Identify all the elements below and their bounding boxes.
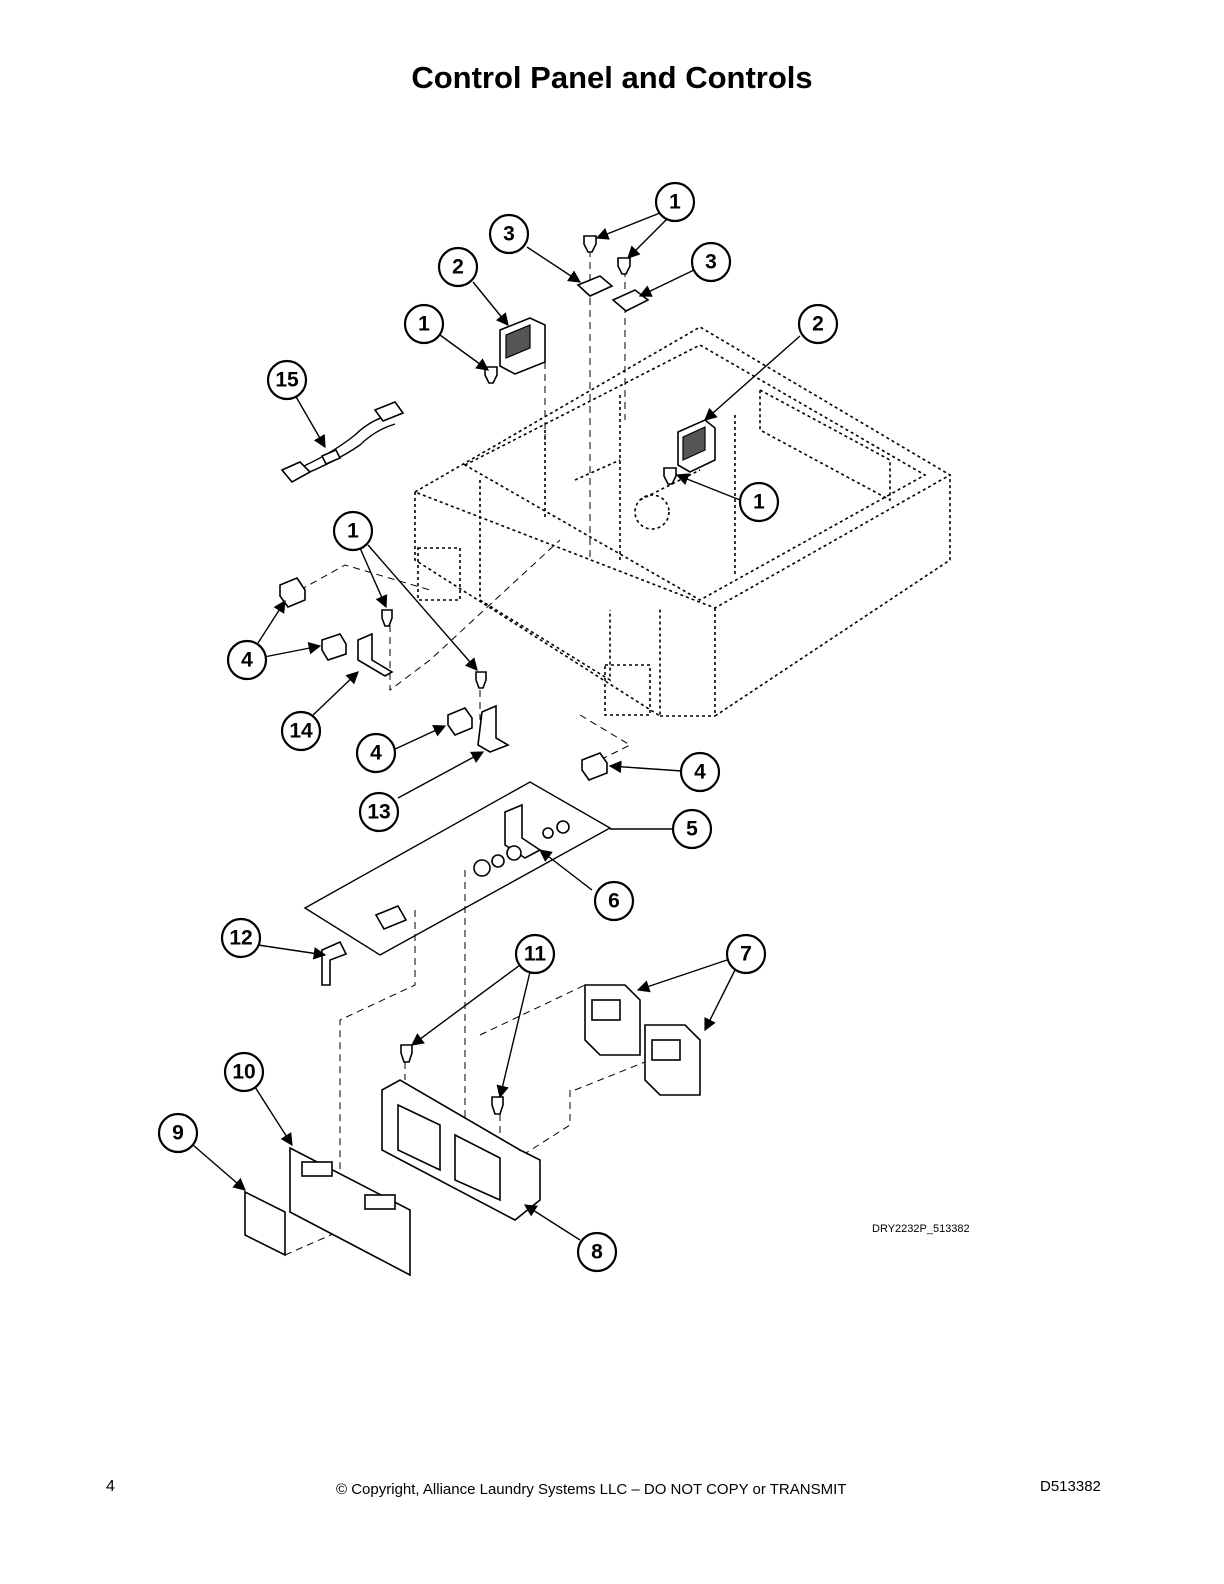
svg-text:1: 1 xyxy=(753,491,765,514)
svg-text:13: 13 xyxy=(367,801,390,824)
part-bracket-13 xyxy=(477,704,510,753)
control-console-cabinet xyxy=(413,326,952,718)
part-controls-7 xyxy=(584,984,701,1096)
callout-15: 15 xyxy=(266,359,308,401)
callout-2: 2 xyxy=(437,246,479,288)
callout-12: 12 xyxy=(220,917,262,959)
part-transformer-right xyxy=(677,419,716,473)
callout-11: 11 xyxy=(514,933,556,975)
part-transformer-top xyxy=(499,317,546,375)
part-bracket-left xyxy=(576,275,614,297)
svg-text:4: 4 xyxy=(241,649,253,672)
callout-10: 10 xyxy=(223,1051,265,1093)
callout-6: 6 xyxy=(593,880,635,922)
svg-text:10: 10 xyxy=(232,1061,255,1084)
callout-4: 4 xyxy=(355,732,397,774)
part-wire-harness xyxy=(280,401,405,484)
svg-text:12: 12 xyxy=(229,927,252,950)
svg-text:4: 4 xyxy=(370,742,382,765)
part-bracket-14 xyxy=(357,632,394,677)
drawing-code: DRY2232P_513382 xyxy=(872,1223,970,1235)
svg-text:14: 14 xyxy=(289,720,313,743)
callout-4: 4 xyxy=(226,639,268,681)
callout-1: 1 xyxy=(332,510,374,552)
part-control-bracket-8 xyxy=(381,1079,541,1221)
callout-1: 1 xyxy=(654,181,696,223)
callout-3: 3 xyxy=(488,213,530,255)
svg-text:2: 2 xyxy=(812,313,824,336)
callout-1: 1 xyxy=(738,481,780,523)
callout-7: 7 xyxy=(725,933,767,975)
leader-arrows xyxy=(192,212,801,1241)
footer-document-number: D513382 xyxy=(1040,1478,1101,1495)
svg-text:4: 4 xyxy=(694,761,706,784)
svg-text:9: 9 xyxy=(172,1122,184,1145)
footer-copyright: © Copyright, Alliance Laundry Systems LL… xyxy=(336,1481,847,1498)
callout-8: 8 xyxy=(576,1231,618,1273)
callout-1: 1 xyxy=(403,303,445,345)
svg-text:1: 1 xyxy=(418,313,430,336)
callout-9: 9 xyxy=(157,1112,199,1154)
part-label-9 xyxy=(244,1190,286,1257)
svg-text:5: 5 xyxy=(686,818,698,841)
svg-text:2: 2 xyxy=(452,256,464,279)
svg-text:7: 7 xyxy=(740,943,752,966)
part-bracket-right xyxy=(611,289,650,312)
callout-3: 3 xyxy=(690,241,732,283)
callout-4: 4 xyxy=(679,751,721,793)
svg-text:11: 11 xyxy=(524,943,547,966)
svg-text:1: 1 xyxy=(669,191,681,214)
page-title: Control Panel and Controls xyxy=(411,60,813,95)
part-kit-panel-5 xyxy=(303,781,612,956)
callout-13: 13 xyxy=(358,791,400,833)
part-switches xyxy=(279,577,608,781)
callout-2: 2 xyxy=(797,303,839,345)
svg-text:15: 15 xyxy=(275,369,299,392)
part-sensor-12 xyxy=(321,904,408,986)
svg-text:3: 3 xyxy=(503,223,515,246)
svg-text:8: 8 xyxy=(591,1241,603,1264)
callout-5: 5 xyxy=(671,808,713,850)
svg-text:6: 6 xyxy=(608,890,620,913)
callout-14: 14 xyxy=(280,710,322,752)
svg-text:1: 1 xyxy=(347,520,359,543)
footer-page-number: 4 xyxy=(106,1478,115,1495)
svg-text:3: 3 xyxy=(705,251,717,274)
part-overlay-10 xyxy=(289,1146,411,1277)
assembly-lines xyxy=(284,250,651,1256)
